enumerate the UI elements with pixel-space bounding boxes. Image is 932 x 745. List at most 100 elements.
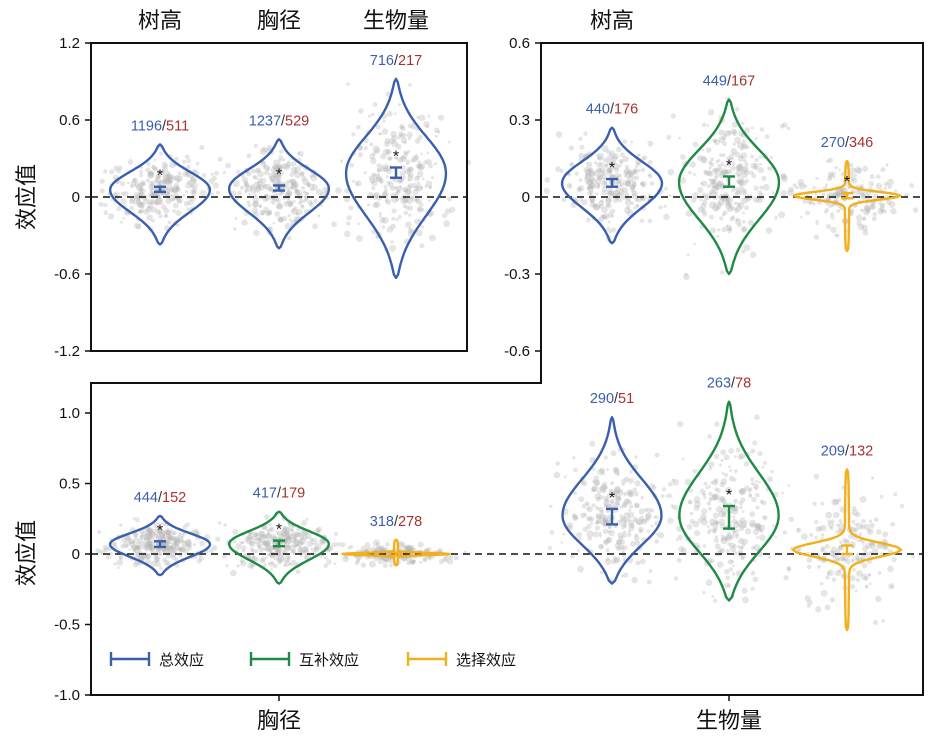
count-sep: / xyxy=(731,376,736,392)
scatter-point xyxy=(750,481,755,486)
scatter-point xyxy=(813,234,820,240)
scatter-point xyxy=(711,479,719,486)
scatter-point xyxy=(260,538,265,543)
scatter-point xyxy=(603,215,608,220)
scatter-point xyxy=(252,531,259,538)
scatter-point xyxy=(705,486,708,490)
scatter-point xyxy=(131,540,135,544)
scatter-point xyxy=(294,544,298,548)
scatter-point xyxy=(745,197,750,203)
scatter-point xyxy=(623,174,628,178)
scatter-point xyxy=(601,514,609,522)
scatter-point xyxy=(273,554,280,561)
scatter-point xyxy=(380,164,385,169)
scatter-point xyxy=(727,531,731,536)
scatter-point xyxy=(693,496,701,504)
scatter-point xyxy=(816,564,822,569)
scatter-point xyxy=(735,187,741,193)
scatter-point xyxy=(724,569,730,575)
scatter-point xyxy=(582,512,588,517)
scatter-point xyxy=(736,545,741,549)
scatter-point xyxy=(888,201,896,209)
scatter-point xyxy=(158,181,162,185)
scatter-point xyxy=(140,531,147,538)
scatter-point xyxy=(119,220,123,224)
scatter-point xyxy=(911,554,915,559)
scatter-point xyxy=(371,193,379,200)
scatter-point xyxy=(258,204,262,208)
scatter-point xyxy=(121,538,127,543)
scatter-point xyxy=(624,167,631,175)
scatter-point xyxy=(423,160,428,165)
scatter-point xyxy=(194,529,199,533)
scatter-point xyxy=(758,162,762,166)
count-sep: / xyxy=(845,443,850,459)
scatter-point xyxy=(589,185,594,189)
scatter-point xyxy=(707,485,711,489)
scatter-point xyxy=(668,194,672,197)
scatter-point xyxy=(576,187,582,193)
count-n1: 1196 xyxy=(131,118,162,134)
scatter-point xyxy=(619,515,627,522)
scatter-point xyxy=(633,491,639,497)
scatter-point xyxy=(443,557,449,563)
scatter-point xyxy=(702,544,707,548)
scatter-point xyxy=(267,548,272,553)
scatter-point xyxy=(286,558,290,561)
scatter-point xyxy=(672,479,679,486)
scatter-point xyxy=(102,544,109,551)
scatter-point xyxy=(712,138,717,143)
scatter-point xyxy=(861,197,865,201)
legend-label-total: 总效应 xyxy=(159,651,204,669)
scatter-point xyxy=(757,190,763,195)
scatter-point xyxy=(370,179,378,187)
scatter-point xyxy=(396,185,402,192)
scatter-point xyxy=(623,498,630,505)
scatter-point xyxy=(161,166,166,171)
scatter-point xyxy=(154,526,162,534)
scatter-point xyxy=(277,555,285,562)
scatter-point xyxy=(141,202,145,205)
scatter-point xyxy=(161,547,165,551)
scatter-point xyxy=(603,539,609,545)
scatter-point xyxy=(596,520,600,524)
scatter-point xyxy=(170,544,176,550)
scatter-point xyxy=(295,208,303,216)
scatter-point xyxy=(711,167,718,174)
scatter-point xyxy=(142,182,146,187)
scatter-point xyxy=(741,142,748,150)
scatter-point xyxy=(749,522,756,528)
scatter-point xyxy=(599,486,604,491)
scatter-point xyxy=(199,189,207,197)
scatter-point xyxy=(410,559,416,565)
scatter-point xyxy=(276,165,282,171)
scatter-point xyxy=(173,182,180,189)
scatter-point xyxy=(661,487,667,492)
scatter-point xyxy=(631,182,637,188)
scatter-point xyxy=(761,175,767,182)
scatter-point xyxy=(303,555,308,560)
scatter-point xyxy=(854,555,860,561)
scatter-point xyxy=(834,570,842,577)
scatter-point xyxy=(741,165,749,173)
scatter-point xyxy=(735,164,743,172)
scatter-point xyxy=(146,161,151,167)
scatter-point xyxy=(619,183,624,187)
scatter-point xyxy=(287,214,291,218)
scatter-point xyxy=(112,192,117,197)
scatter-point xyxy=(266,210,273,216)
scatter-point xyxy=(688,488,694,493)
scatter-point xyxy=(604,164,608,168)
count-sep: / xyxy=(277,486,282,502)
scatter-point xyxy=(151,206,158,213)
scatter-point xyxy=(863,208,870,216)
scatter-point xyxy=(349,162,355,168)
scatter-point xyxy=(620,516,628,524)
scatter-point xyxy=(333,562,337,565)
scatter-point xyxy=(163,530,168,534)
scatter-point xyxy=(287,201,294,207)
count-label: 716/217 xyxy=(370,53,422,69)
scatter-point xyxy=(198,556,204,561)
scatter-point xyxy=(713,519,719,525)
scatter-point xyxy=(853,527,859,533)
